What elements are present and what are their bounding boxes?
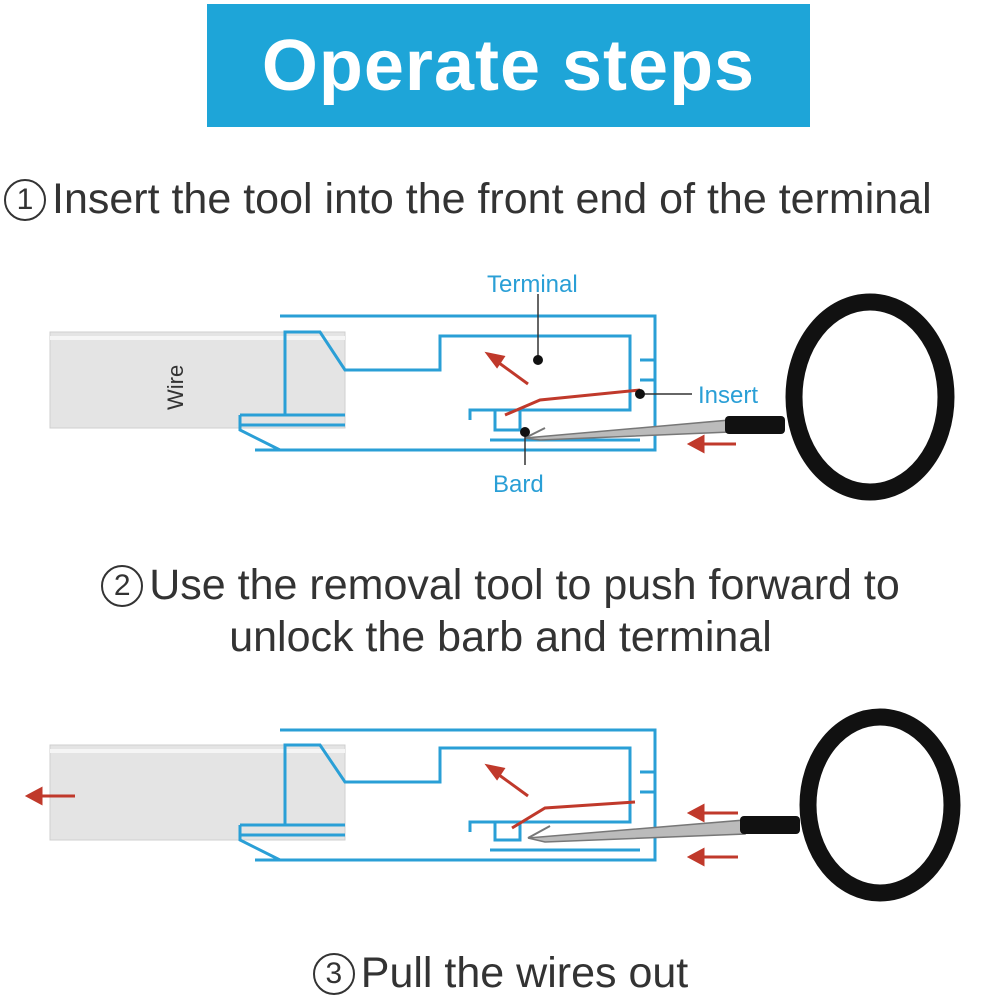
wire-body xyxy=(49,331,346,429)
step-1-text: Insert the tool into the front end of th… xyxy=(52,175,932,223)
wire-label: Wire xyxy=(163,365,188,410)
step-3-number: 3 xyxy=(312,953,355,995)
arrow-push-2b xyxy=(686,847,738,867)
barb-line-2 xyxy=(511,800,636,830)
step-2-text-line2: unlock the barb and terminal xyxy=(229,612,772,661)
arrow-lift xyxy=(484,351,529,386)
arrow-push-2a xyxy=(686,803,738,823)
terminal-label: Terminal xyxy=(487,271,578,298)
diagram-pull xyxy=(24,708,961,902)
step-3-text: Pull the wires out xyxy=(360,949,689,997)
diagram-insert: Wire Terminal Insert Bard xyxy=(49,271,955,501)
removal-tool xyxy=(524,293,955,501)
arrow-pull-wire xyxy=(24,786,75,806)
banner-title: Operate steps xyxy=(261,25,756,106)
step-2-text-line1: Use the removal tool to push forward to xyxy=(149,561,900,609)
removal-tool-2 xyxy=(527,708,961,902)
title-banner: Operate steps xyxy=(207,4,810,127)
step-1-number: 1 xyxy=(4,179,46,221)
barb-label: Bard xyxy=(493,471,544,498)
barb-line xyxy=(504,388,641,417)
step-2-number: 2 xyxy=(101,565,144,607)
arrow-push xyxy=(686,434,736,454)
arrow-lift-2 xyxy=(484,763,529,798)
insert-label: Insert xyxy=(698,382,758,409)
